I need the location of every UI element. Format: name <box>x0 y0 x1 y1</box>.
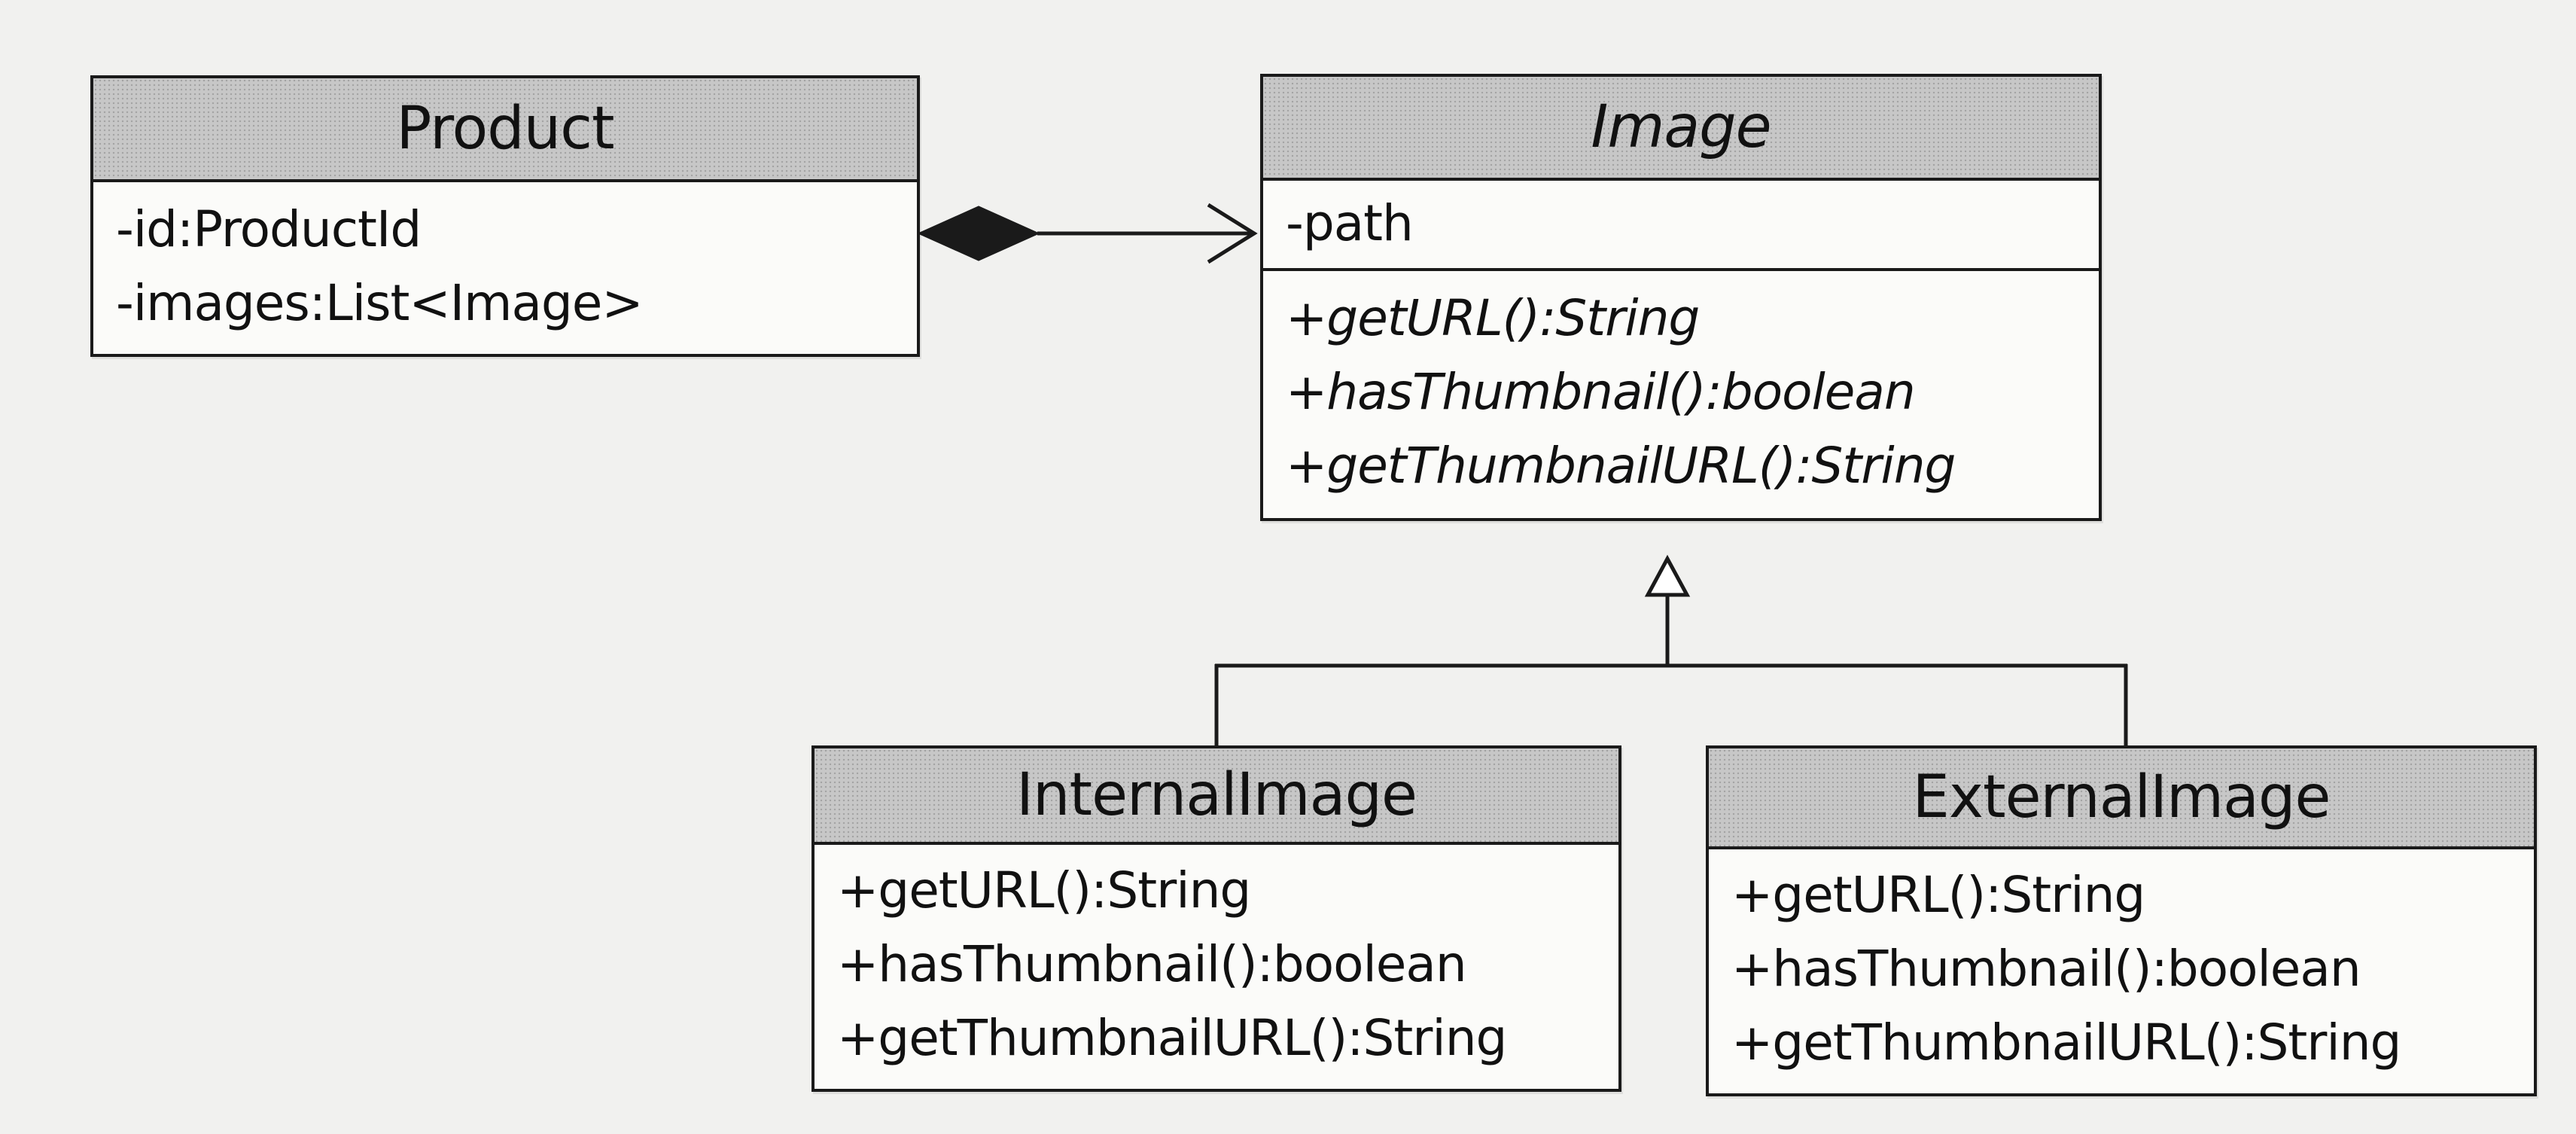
class-external-image-operations: +getURL():String +hasThumbnail():boolean… <box>1709 849 2534 1093</box>
operation-get-thumbnail-url: +getThumbnailURL():String <box>1731 1014 2401 1072</box>
class-product-name: Product <box>93 78 917 182</box>
class-image-operations: +getURL():String +hasThumbnail():boolean… <box>1263 268 2099 518</box>
generalization-tree <box>1214 554 2128 747</box>
operation-has-thumbnail: +hasThumbnail():boolean <box>1286 363 1916 421</box>
class-internal-image-name: InternalImage <box>815 748 1618 845</box>
operation-has-thumbnail: +hasThumbnail():boolean <box>1731 940 2361 998</box>
operation-has-thumbnail: +hasThumbnail():boolean <box>837 935 1467 993</box>
generalization-triangle <box>1644 554 1691 597</box>
composition-diamond <box>917 206 1040 261</box>
operation-get-url: +getURL():String <box>1731 866 2145 924</box>
class-product: Product -id:ProductId -images:List<Image… <box>90 75 920 357</box>
operation-get-url: +getURL():String <box>837 861 1251 919</box>
class-image: Image -path +getURL():String +hasThumbna… <box>1260 74 2102 521</box>
class-image-name: Image <box>1263 77 2099 181</box>
class-internal-image-operations: +getURL():String +hasThumbnail():boolean… <box>815 845 1618 1089</box>
class-internal-image: InternalImage +getURL():String +hasThumb… <box>811 745 1621 1092</box>
navigability-arrowhead <box>1207 203 1258 264</box>
operation-get-thumbnail-url: +getThumbnailURL():String <box>837 1009 1507 1067</box>
operation-get-url: +getURL():String <box>1286 289 1700 347</box>
attribute-images: -images:List<Image> <box>116 274 644 332</box>
attribute-path: -path <box>1286 194 1414 252</box>
operation-get-thumbnail-url: +getThumbnailURL():String <box>1286 437 1956 495</box>
composition-association <box>917 203 1258 264</box>
class-product-attributes: -id:ProductId -images:List<Image> <box>93 182 917 354</box>
class-external-image-name: ExternalImage <box>1709 748 2534 849</box>
attribute-id: -id:ProductId <box>116 200 422 258</box>
class-image-attributes: -path <box>1263 181 2099 268</box>
class-external-image: ExternalImage +getURL():String +hasThumb… <box>1706 745 2537 1096</box>
